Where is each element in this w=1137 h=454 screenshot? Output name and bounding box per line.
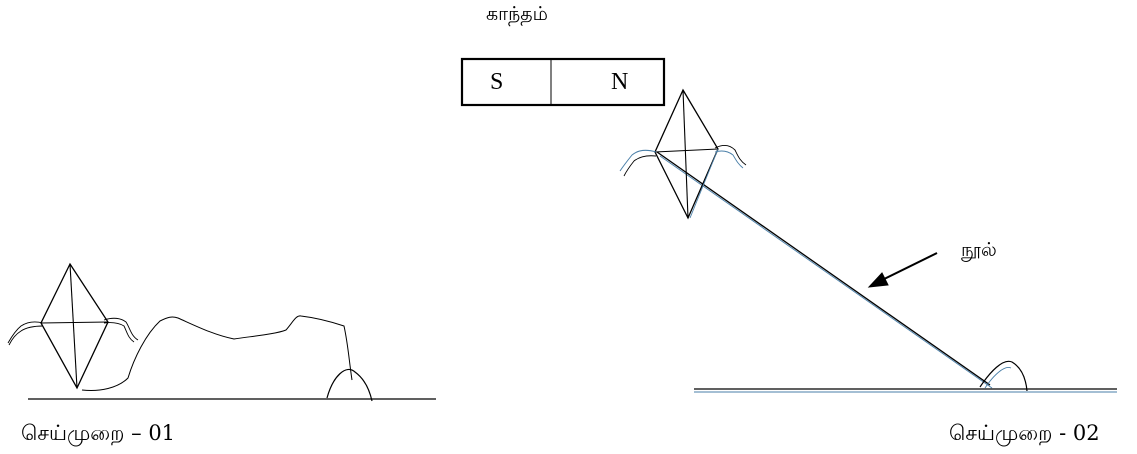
paper-clip-shadow: [984, 367, 1012, 389]
arrow-icon: [867, 272, 889, 288]
string-label: நூல்: [961, 239, 997, 261]
needle-icon: [654, 88, 719, 220]
magnet-south-label: S: [490, 69, 504, 95]
magnet-box: [460, 57, 666, 107]
magnet-group: [460, 57, 666, 107]
needle-axis: [682, 89, 689, 219]
needle-shadow: [689, 148, 719, 219]
needle-cross: [40, 321, 109, 324]
taut-string-shadow: [659, 155, 993, 389]
taut-string: [656, 151, 991, 386]
procedure-1-group: [7, 262, 436, 402]
thread-slack: [81, 315, 353, 391]
caption-procedure-2: செய்முறை - 02: [949, 421, 1100, 445]
knot-right-1: [714, 145, 747, 166]
knot-right-1: [103, 317, 139, 341]
needle-cross: [654, 148, 719, 153]
knot-right-2: [103, 322, 135, 343]
caption-procedure-1: செய்முறை – 01: [21, 421, 176, 445]
procedure-2-group: [619, 88, 1117, 393]
knot-left-1: [7, 321, 44, 344]
needle-axis: [69, 263, 78, 389]
needle-icon: [40, 262, 109, 390]
knot-left-1: [619, 149, 657, 172]
knot-left-2: [8, 325, 44, 346]
knot-right-2: [714, 150, 744, 169]
paper-clip-icon: [326, 368, 373, 402]
paper-clip-icon: [979, 360, 1028, 392]
magnet-title: காந்தம்: [486, 3, 548, 25]
magnet-north-label: N: [611, 69, 629, 95]
knot-left-2: [623, 155, 657, 177]
arrow-shaft: [877, 252, 938, 283]
